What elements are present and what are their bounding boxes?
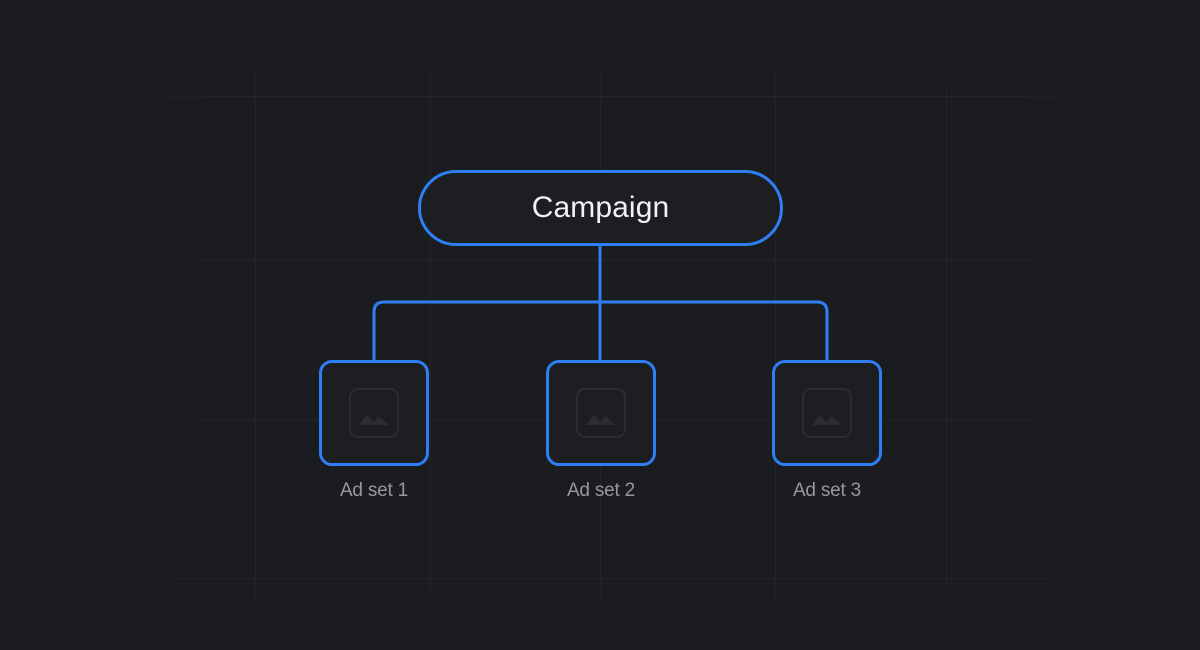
image-placeholder-icon	[802, 388, 852, 438]
adset-node-2[interactable]	[546, 360, 656, 466]
image-placeholder-icon	[576, 388, 626, 438]
adset-node-3[interactable]	[772, 360, 882, 466]
adset-label-1: Ad set 1	[339, 480, 409, 501]
adset-label-2: Ad set 2	[566, 480, 636, 501]
image-placeholder-icon	[349, 388, 399, 438]
campaign-node[interactable]: Campaign	[418, 170, 783, 246]
adset-node-1[interactable]	[319, 360, 429, 466]
adset-label-3: Ad set 3	[792, 480, 862, 501]
connector-bus	[372, 300, 829, 360]
campaign-node-label: Campaign	[531, 191, 670, 224]
